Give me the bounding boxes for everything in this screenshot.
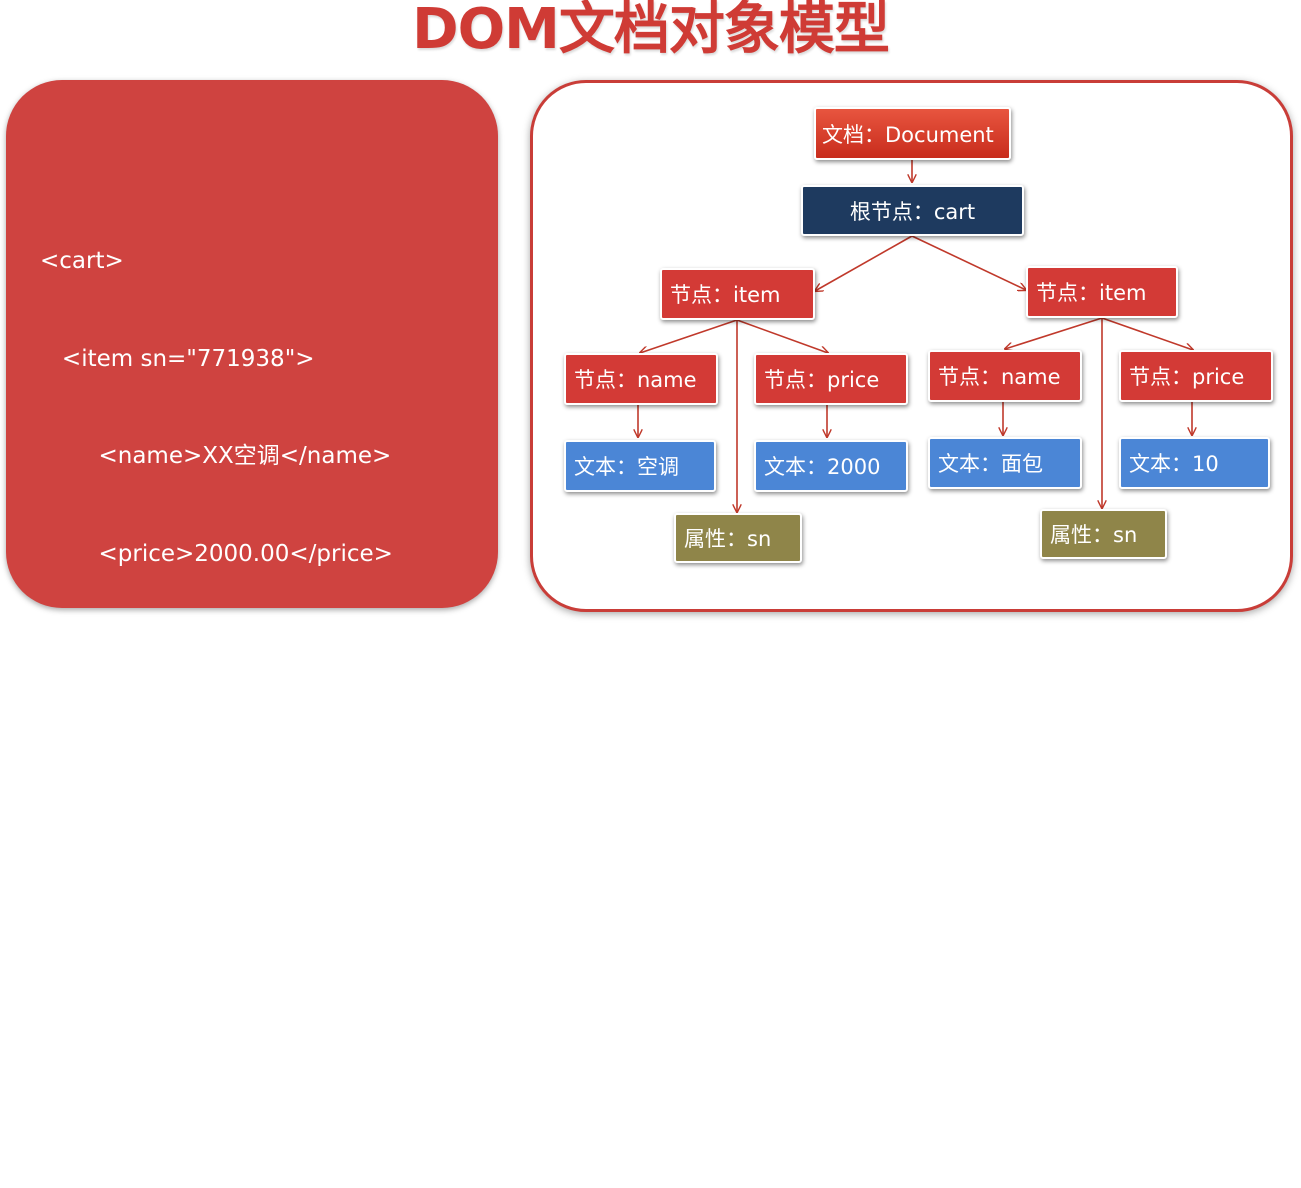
edge-item-left-price: [736, 319, 828, 353]
xml-line: <name>法式面包</name>: [40, 833, 406, 859]
document-node: 文档：Document: [814, 107, 1011, 160]
element-node-price-left: 节点：price: [754, 353, 908, 405]
attribute-node-sn-right: 属性：sn: [1040, 509, 1167, 559]
xml-line: <price>2000.00</price>: [40, 540, 393, 567]
text-node-2000: 文本：2000: [754, 440, 908, 492]
text-node-10: 文本：10: [1119, 437, 1270, 489]
xml-line: <price>10.00</price>: [40, 930, 364, 957]
xml-source-panel: [6, 80, 498, 608]
xml-line: <cart>: [40, 248, 124, 274]
element-node-name-right: 节点：name: [928, 350, 1082, 402]
element-node-price-right: 节点：price: [1119, 350, 1273, 402]
xml-line: <item sn="771938">: [40, 345, 315, 372]
edge-item-right-price: [1101, 317, 1193, 350]
text-node-bread: 文本：面包: [928, 437, 1082, 489]
xml-line: <name>XX空调</name>: [40, 443, 392, 469]
edge-item-right-name: [1005, 317, 1103, 349]
element-node-name-left: 节点：name: [564, 353, 718, 405]
element-node-item-left: 节点：item: [660, 268, 815, 320]
text-node-aircon: 文本：空调: [564, 440, 716, 492]
element-node-item-right: 节点：item: [1026, 266, 1178, 318]
xml-line: </cart>: [40, 1125, 132, 1152]
edge-item-left-name: [640, 319, 738, 353]
edge-root-item-right: [911, 235, 1026, 290]
xml-line: </item>: [40, 1028, 161, 1054]
xml-line: <item sn="890321" >: [40, 735, 322, 762]
root-node-cart: 根节点：cart: [801, 185, 1024, 236]
attribute-node-sn-left: 属性：sn: [674, 513, 802, 563]
page-title: DOM文档对象模型: [412, 0, 890, 62]
xml-line: </item>: [40, 638, 161, 664]
edge-root-item-left: [815, 235, 913, 291]
dom-tree-edges: [0, 160, 1301, 623]
